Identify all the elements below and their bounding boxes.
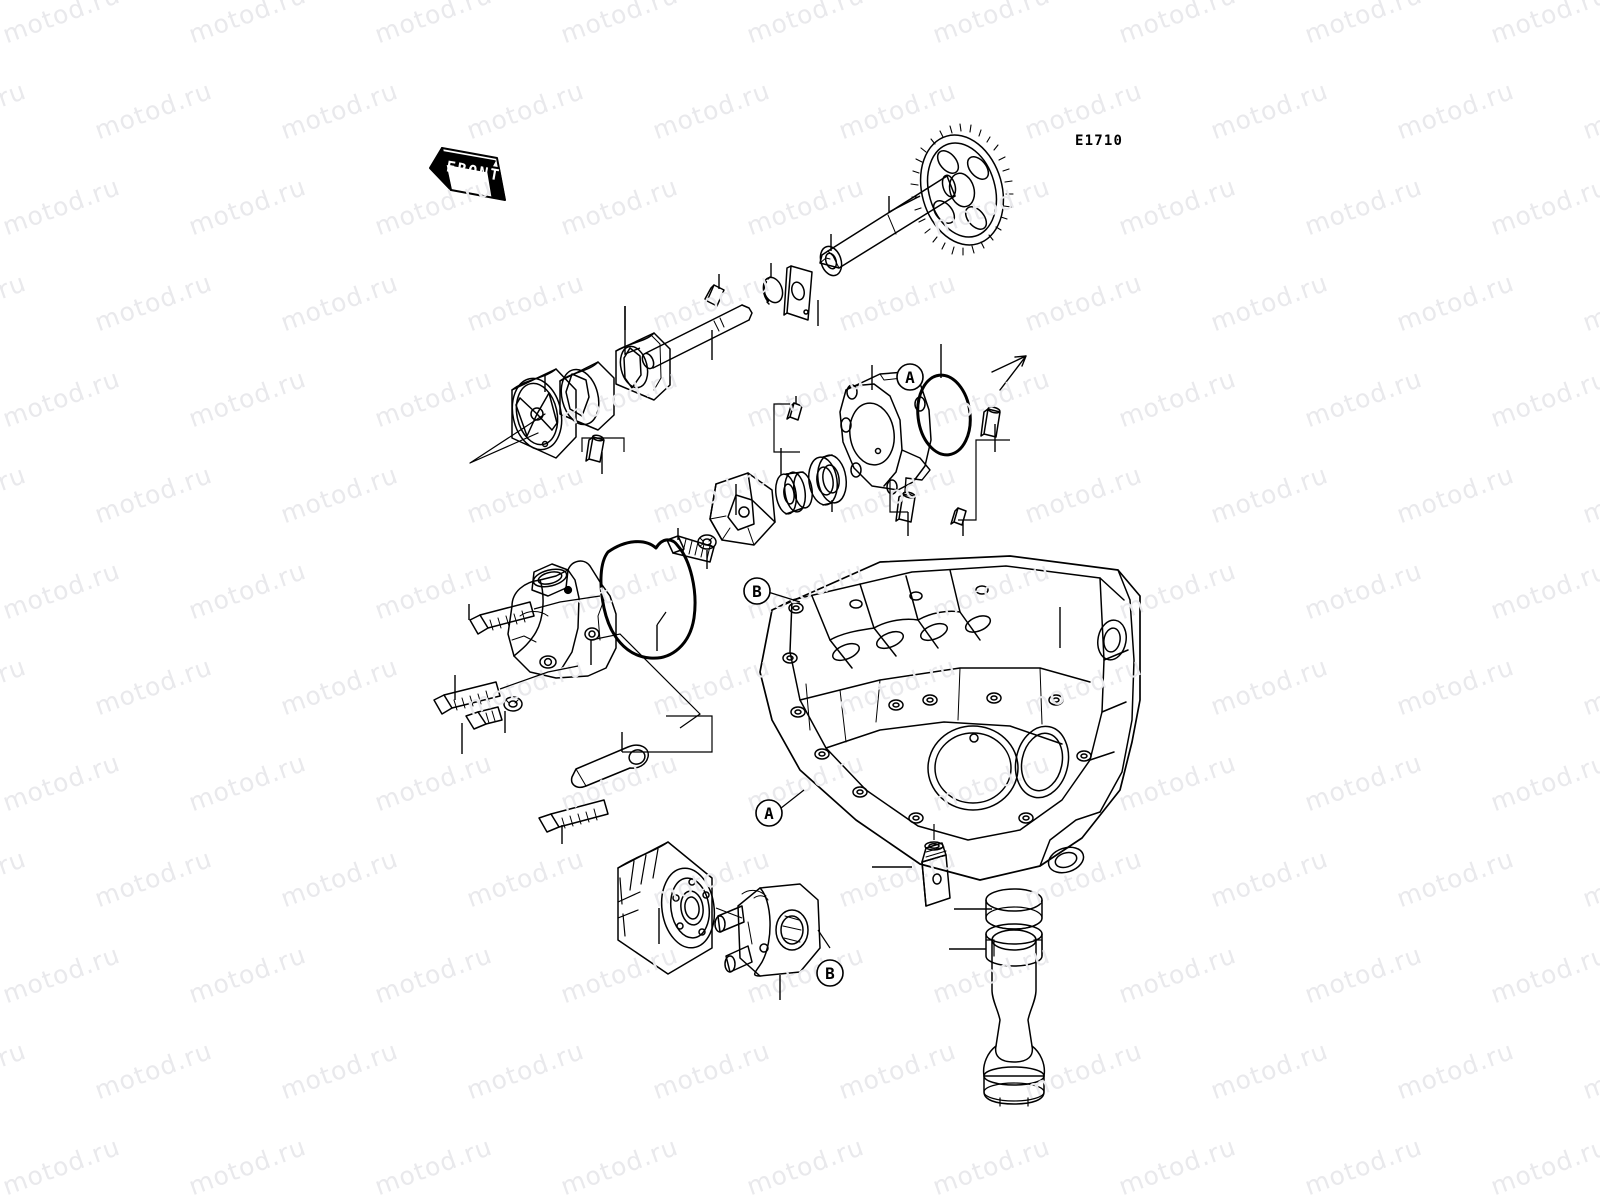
part-11061-gasket-washer [503, 696, 523, 712]
part-92043A-dowel-pin-lower [895, 491, 916, 523]
callout-a-pump-cover: A [896, 363, 924, 391]
part-16130-relief-valve [921, 841, 951, 907]
part-16160A-pump-cover [839, 371, 932, 498]
part-16142A-pump-housing [507, 560, 617, 679]
part-92151B-bolt-upper [433, 681, 501, 715]
part-92043A-dowel-pin-upper [980, 406, 1001, 438]
part-92151-bolt [465, 706, 503, 730]
svg-text:A: A [905, 368, 915, 387]
part-92171-clamp [570, 744, 649, 789]
ref-crankcase-assembly [759, 555, 1141, 881]
front-arrow-marker [429, 147, 506, 201]
part-92002-bolt [666, 535, 715, 563]
part-92049-oil-seal [807, 454, 848, 506]
part-16097-oil-filter [617, 841, 716, 975]
part-480-circlip [762, 276, 784, 305]
ref-radiator-oil-cooler [714, 883, 821, 977]
part-92022-washer [697, 534, 717, 550]
diagram-code: E1710 [1075, 133, 1124, 149]
callout-b-oil-cooler: B [816, 959, 844, 987]
part-49063-mechanical-seal [774, 471, 814, 515]
part-92055B-o-ring [916, 355, 1027, 457]
svg-text:B: B [825, 964, 835, 983]
part-16142B-pump-body [469, 368, 577, 464]
part-13107-pump-shaft [641, 304, 753, 370]
part-59256-impeller [709, 472, 776, 546]
callout-b-crankcase-upper: B [743, 577, 771, 605]
callout-a-crankcase-lower: A [755, 799, 783, 827]
part-16154-pump-rotor-set [559, 332, 671, 431]
svg-text:B: B [752, 582, 762, 601]
part-92042-pin [704, 284, 725, 307]
part-49065-oil-screen [982, 923, 1046, 1107]
part-551-pin-lower [950, 507, 967, 526]
part-92055A-gasket [599, 538, 697, 660]
svg-text:A: A [764, 804, 774, 823]
part-92200-plate [783, 265, 813, 321]
part-92055-o-ring-pickup [985, 888, 1043, 930]
part-13216-oil-pump-gear-shaft [819, 123, 1014, 269]
part-551-pin-upper [786, 402, 803, 421]
part-92151B-bolt-lower [538, 799, 609, 833]
part-92151A-bolt [469, 601, 535, 635]
part-92200A-washer [819, 245, 843, 277]
